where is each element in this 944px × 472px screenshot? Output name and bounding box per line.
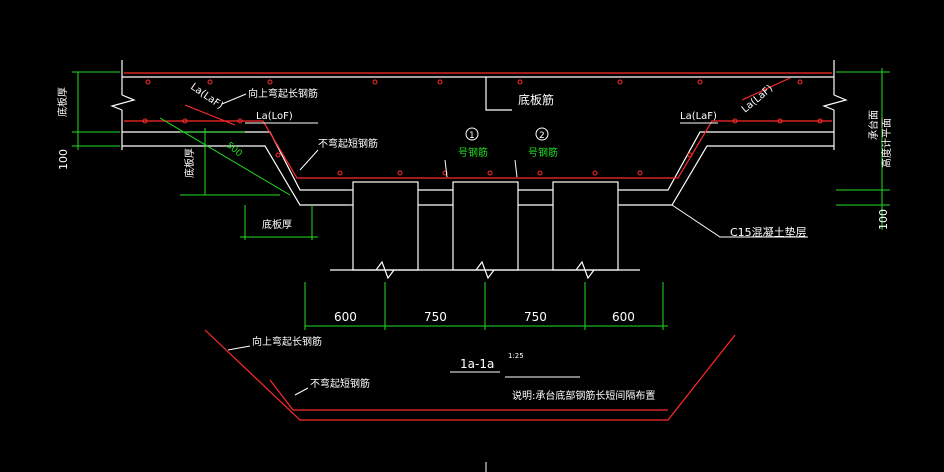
legend-leaders	[227, 345, 500, 396]
legend-rebar-sketch	[204, 329, 736, 421]
label-not-bent-short: 不弯起短钢筋	[318, 137, 378, 150]
dimension-lines	[72, 68, 890, 330]
dim-label-4: 600	[612, 310, 635, 324]
label-rebar-no1: 号钢筋	[458, 146, 488, 159]
section-scale: 1:25	[508, 352, 524, 360]
dim-label-1: 600	[334, 310, 357, 324]
rebar-dots	[142, 79, 823, 176]
label-bent-up-long: 向上弯起长钢筋	[248, 87, 318, 100]
label-cap-top-elev-2: 高度计平面	[880, 118, 893, 168]
label-c15-cushion: C15混凝土垫层	[730, 225, 807, 239]
legend-bent-up-long: 向上弯起长钢筋	[252, 335, 322, 348]
label-base-plate-rebar: 底板筋	[518, 92, 554, 107]
rebar-no1-circle-icon	[465, 127, 479, 141]
label-base-plate-thickness-left: 底板厚	[56, 87, 69, 117]
label-cap-top-elev-1: 承台面	[867, 110, 880, 140]
rebar-lines	[124, 72, 832, 179]
label-rebar-no2: 号钢筋	[528, 146, 558, 159]
dim-label-3: 750	[524, 310, 547, 324]
section-title: 1a-1a	[460, 357, 494, 371]
dim-label-2: 750	[424, 310, 447, 324]
label-la-lof-right: La(LaF)	[680, 111, 717, 122]
label-dim-100-right: 100	[877, 209, 890, 230]
piles	[330, 181, 640, 280]
pit-outline	[110, 60, 848, 206]
label-rebar-no1-circle: 1	[469, 131, 475, 141]
note-text: 说明:承台底部钢筋长短间隔布置	[512, 389, 655, 402]
label-dim-100-left: 100	[57, 149, 70, 170]
label-la-lof-top: La(LoF)	[256, 111, 293, 122]
leader-lines	[221, 93, 808, 378]
label-rebar-no2-circle: 2	[539, 131, 545, 141]
label-base-plate-thickness-bottom: 底板厚	[262, 218, 292, 231]
legend-not-bent-short: 不弯起短钢筋	[310, 377, 370, 390]
label-base-plate-thickness-2: 底板厚	[183, 148, 196, 178]
rebar-no2-circle-icon	[535, 127, 549, 141]
